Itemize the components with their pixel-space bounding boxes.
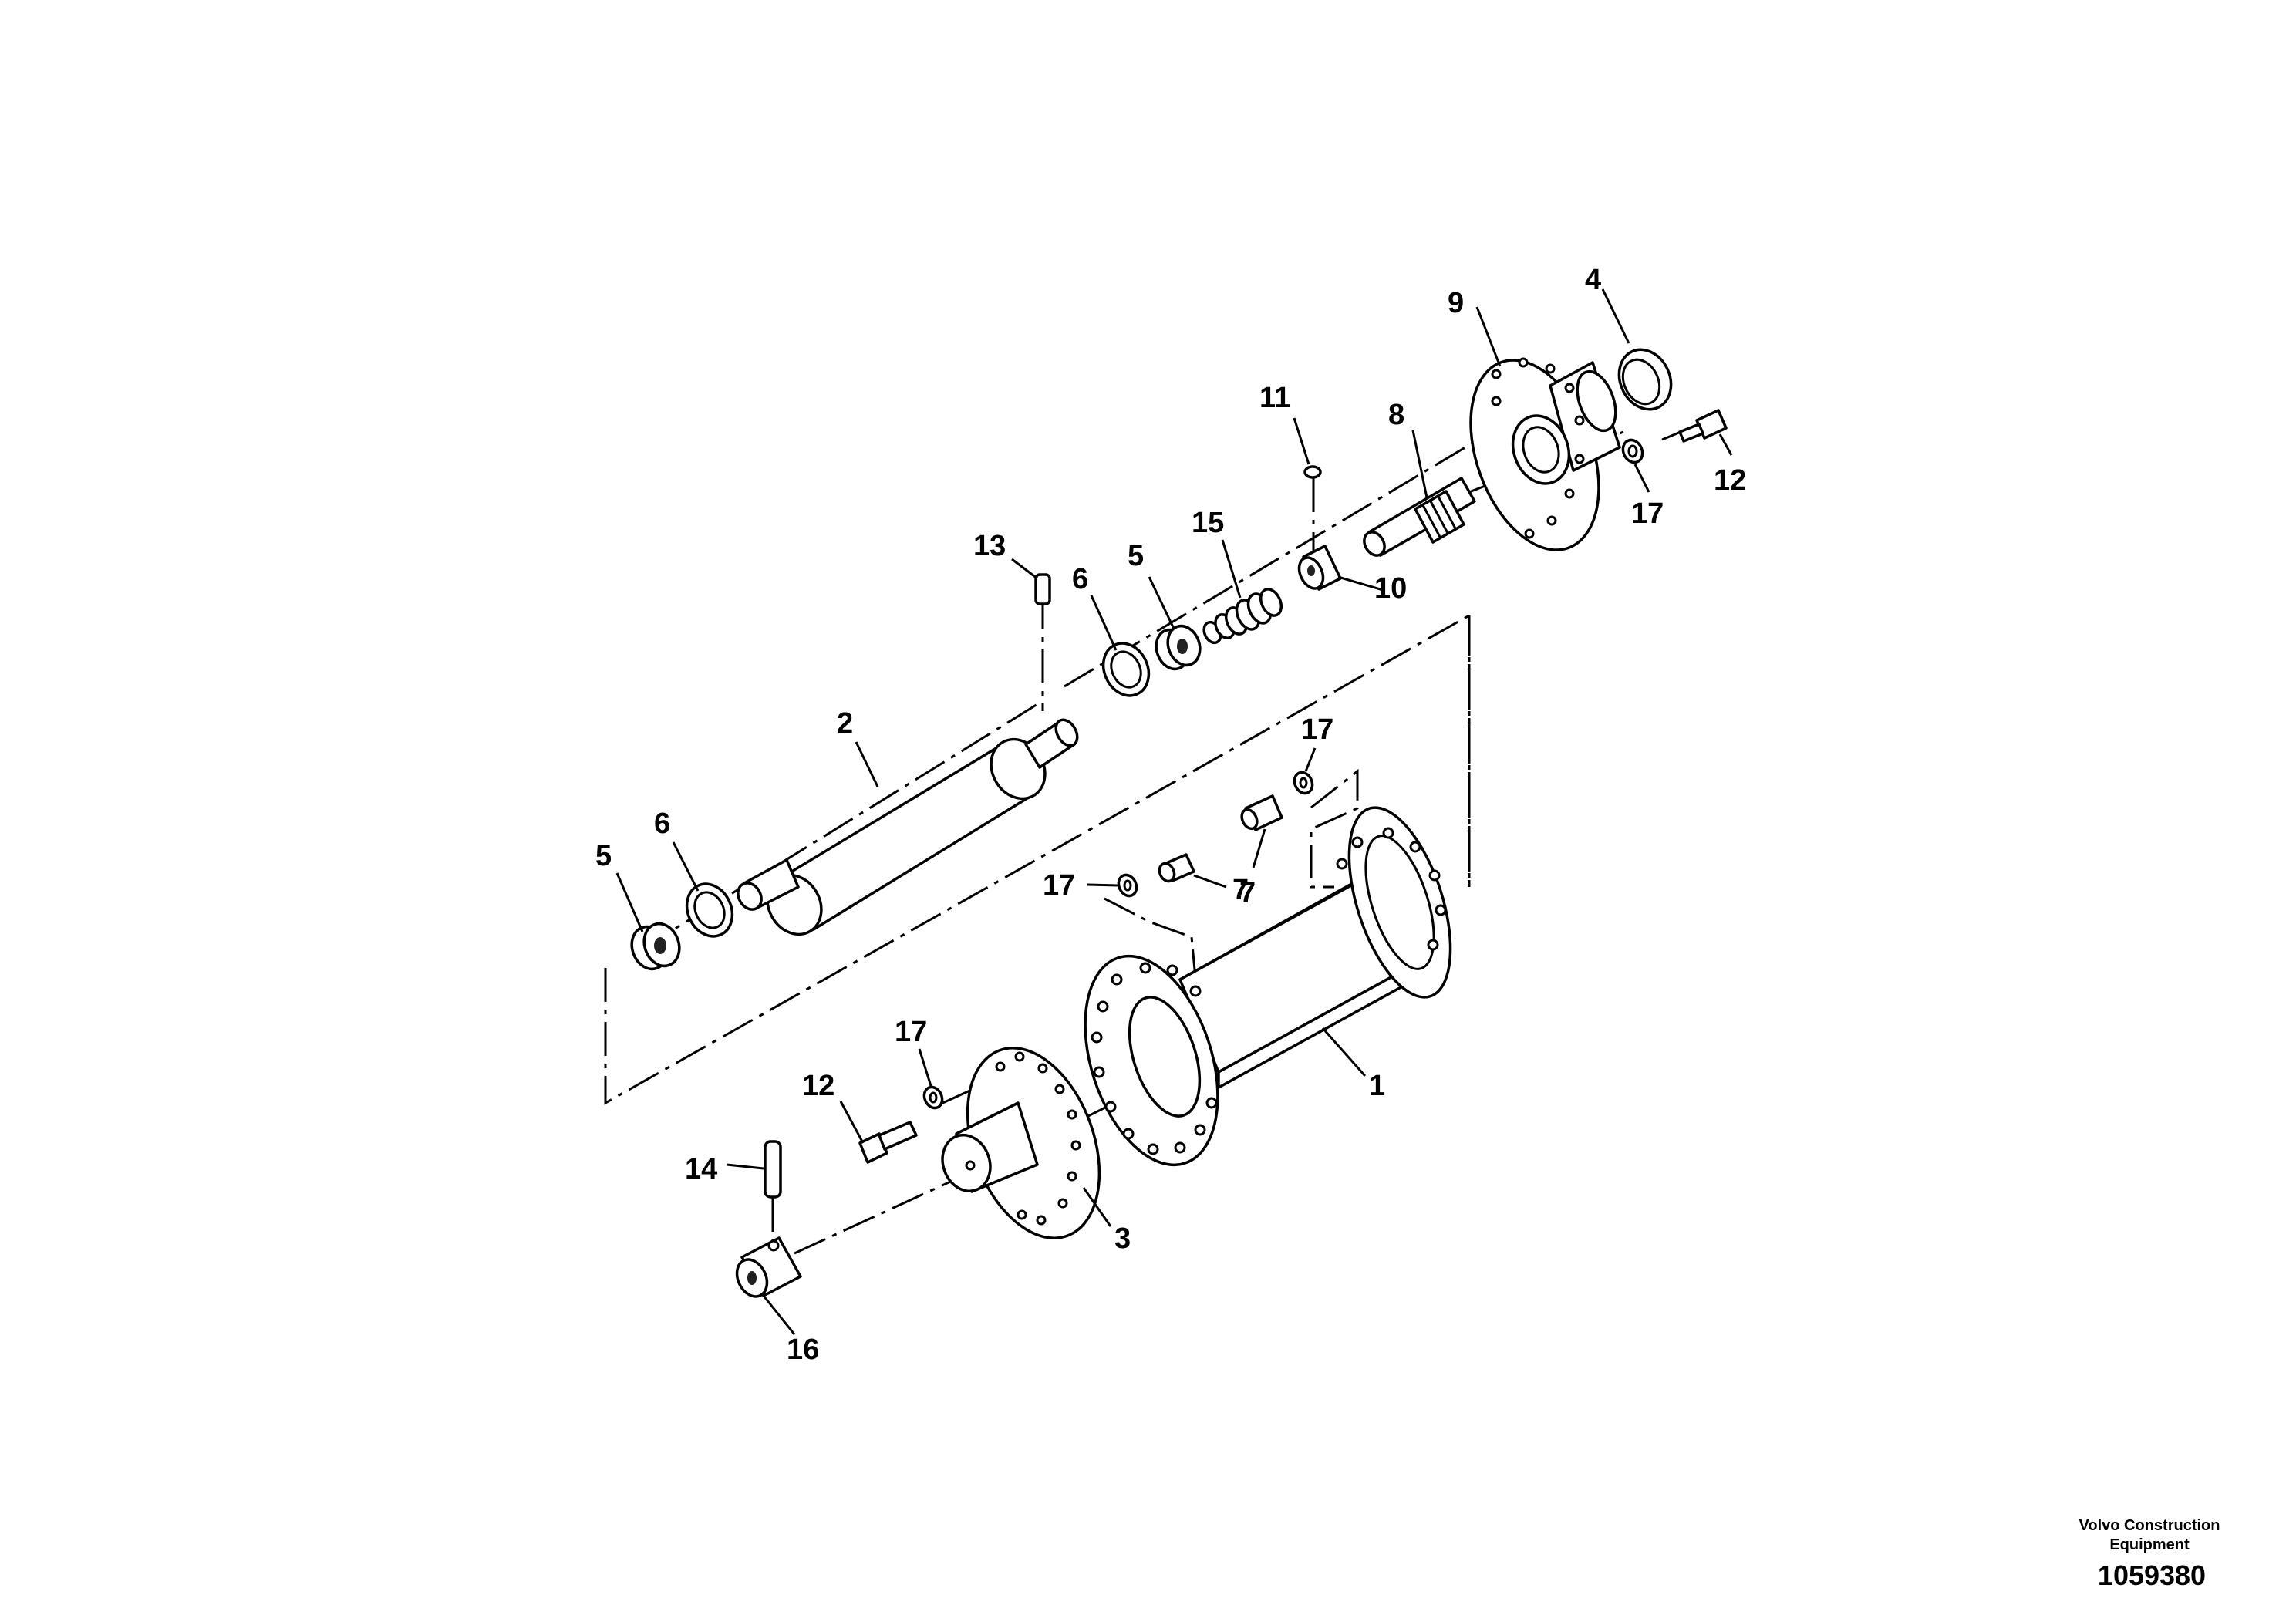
part-8-splined-shaft — [1363, 430, 1476, 557]
part-14-pin — [726, 1140, 782, 1199]
callout-2: 2 — [837, 707, 853, 740]
callout-12-lower: 12 — [802, 1070, 834, 1102]
callout-14: 14 — [685, 1153, 717, 1185]
callout-5-right: 5 — [1128, 540, 1144, 572]
part-17-washer-lower-mid — [1087, 873, 1138, 898]
callout-17-middle: 17 — [1301, 713, 1333, 746]
callout-17-lower-mid: 17 — [1043, 869, 1075, 902]
callout-3: 3 — [1114, 1222, 1131, 1255]
callout-15: 15 — [1192, 507, 1224, 539]
callout-1: 1 — [1369, 1070, 1385, 1102]
callout-4: 4 — [1585, 264, 1601, 296]
part-16-pivot-sleeve — [735, 1236, 802, 1335]
part-6-ring-right — [1090, 595, 1151, 697]
callout-17-lower-left: 17 — [895, 1016, 927, 1048]
part-4-seal-ring — [1601, 288, 1673, 411]
callout-7-right: 7 — [1239, 877, 1256, 909]
part-12-bolt-upper — [1678, 409, 1733, 456]
callout-17-upper-right: 17 — [1631, 497, 1664, 530]
part-13-dowel — [1011, 558, 1051, 605]
brand-name-line1: Volvo Construction — [2079, 1517, 2220, 1534]
callouts: 1 2 3 4 5 5 6 6 7 7 8 9 10 11 12 12 13 1… — [595, 264, 1746, 1366]
part-7-nipple-lower — [1158, 853, 1227, 889]
callout-16: 16 — [787, 1334, 819, 1366]
figure-number: 1059380 — [2097, 1560, 2207, 1591]
callout-6-right: 6 — [1072, 563, 1088, 595]
part-6-ring-left — [672, 841, 734, 938]
part-17-washer-middle — [1293, 747, 1317, 795]
callout-11: 11 — [1259, 382, 1290, 414]
part-7-nipple-upper — [1240, 794, 1283, 868]
part-10-collar — [1297, 545, 1384, 592]
callout-6-left: 6 — [654, 808, 670, 840]
callout-9: 9 — [1448, 287, 1464, 319]
callout-10: 10 — [1374, 572, 1407, 605]
part-5-bearing-left — [615, 872, 681, 971]
part-15-spring — [1202, 539, 1283, 645]
part-12-bolt-lower — [839, 1101, 918, 1164]
callout-13: 13 — [973, 530, 1006, 562]
part-1-drum — [1084, 806, 1452, 1167]
part-17-washer-upper-right — [1621, 438, 1650, 493]
part-2-shaft — [737, 718, 1079, 936]
brand-name-line2: Equipment — [2109, 1536, 2190, 1553]
part-17-washer-lower-left — [918, 1048, 944, 1110]
part-11-pin — [1293, 417, 1322, 479]
part-5-bearing-right — [1148, 576, 1202, 671]
callout-8: 8 — [1388, 399, 1404, 431]
part-9-hub-flange — [1469, 306, 1621, 551]
callout-12-upper: 12 — [1714, 464, 1746, 497]
part-3-flange-hub — [941, 1047, 1112, 1239]
callout-5-left: 5 — [595, 840, 612, 872]
callout-7-lower: 7 — [1232, 874, 1249, 906]
